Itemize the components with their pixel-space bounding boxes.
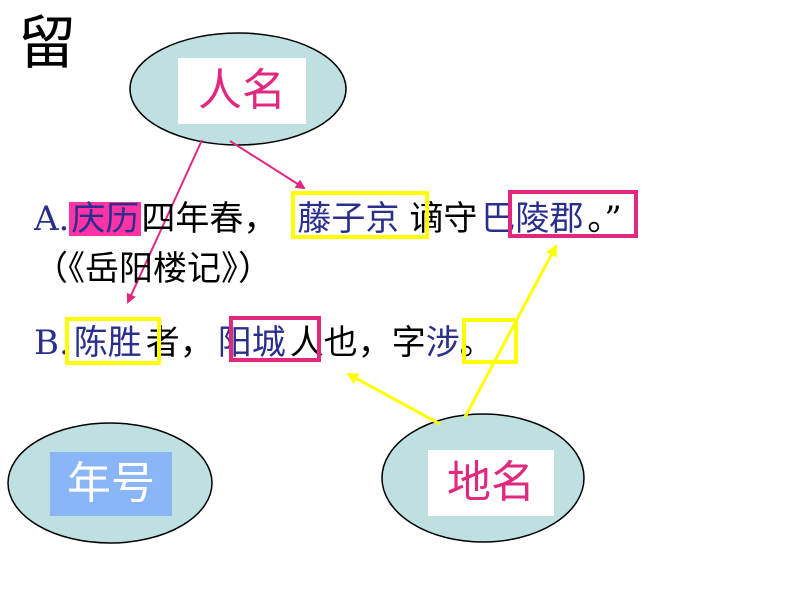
box-baling (508, 190, 638, 238)
sentence-a-source: （《岳阳楼记》） (34, 249, 272, 289)
sentence-a-text-2: 谪守 (409, 199, 478, 239)
title-character: 留 (18, 9, 77, 77)
era-name-qingli: 庆历 (69, 199, 142, 239)
arrow-place-to-yangcheng (346, 372, 441, 426)
sentence-a-prefix: A. (34, 199, 70, 239)
box-chen-sheng (65, 317, 161, 365)
sentence-b-text-2: 人也，字 (289, 323, 426, 363)
person-chen-sheng: 陈胜 (73, 323, 142, 363)
box-yangcheng (229, 316, 321, 362)
person-teng-zijing: 藤子京 (297, 199, 400, 239)
sentence-a-text-3: 。” (587, 199, 622, 239)
person-label: 人名 (178, 58, 306, 124)
sentence-b-prefix: B. (34, 323, 70, 363)
box-she (462, 318, 518, 364)
place-baling: 巴陵郡 (481, 199, 584, 239)
arrow-place-to-baling (463, 244, 558, 418)
courtesy-name-she: 涉 (425, 323, 460, 363)
sentence-a-text-1: 四年春， (141, 199, 278, 239)
arrow-person-to-teng-zijing (229, 140, 306, 190)
box-teng-zijing (291, 191, 429, 239)
place-label: 地名 (428, 450, 554, 516)
era-label: 年号 (50, 452, 172, 516)
arrow-person-to-chen-sheng (126, 139, 203, 304)
sentence-a: A.庆历四年春， 藤子京谪守巴陵郡。” (34, 202, 622, 236)
